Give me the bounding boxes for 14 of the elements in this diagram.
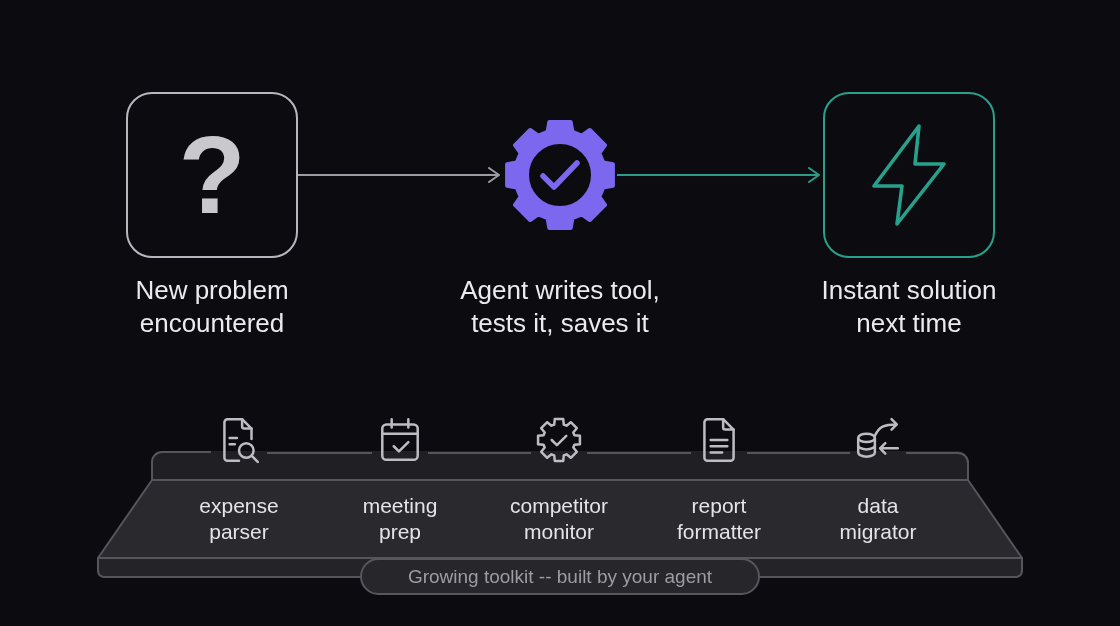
tool-label: expense parser: [198, 493, 280, 545]
pill-label: Growing toolkit -- built by your agent: [360, 558, 760, 595]
rounded-box: [823, 92, 995, 258]
node-caption: Agent writes tool, tests it, saves it: [459, 274, 661, 340]
tool-label: data migrator: [838, 493, 918, 545]
arrow: [297, 167, 500, 183]
node-caption: Instant solution next time: [820, 274, 998, 340]
tool-label: report formatter: [676, 493, 762, 545]
question-mark: ?: [178, 120, 246, 230]
rounded-box: [126, 92, 298, 258]
tool-label: competitor monitor: [508, 493, 609, 545]
node-caption: New problem encountered: [134, 274, 290, 340]
tool-label: meeting prep: [361, 493, 439, 545]
arrow: [616, 167, 820, 183]
